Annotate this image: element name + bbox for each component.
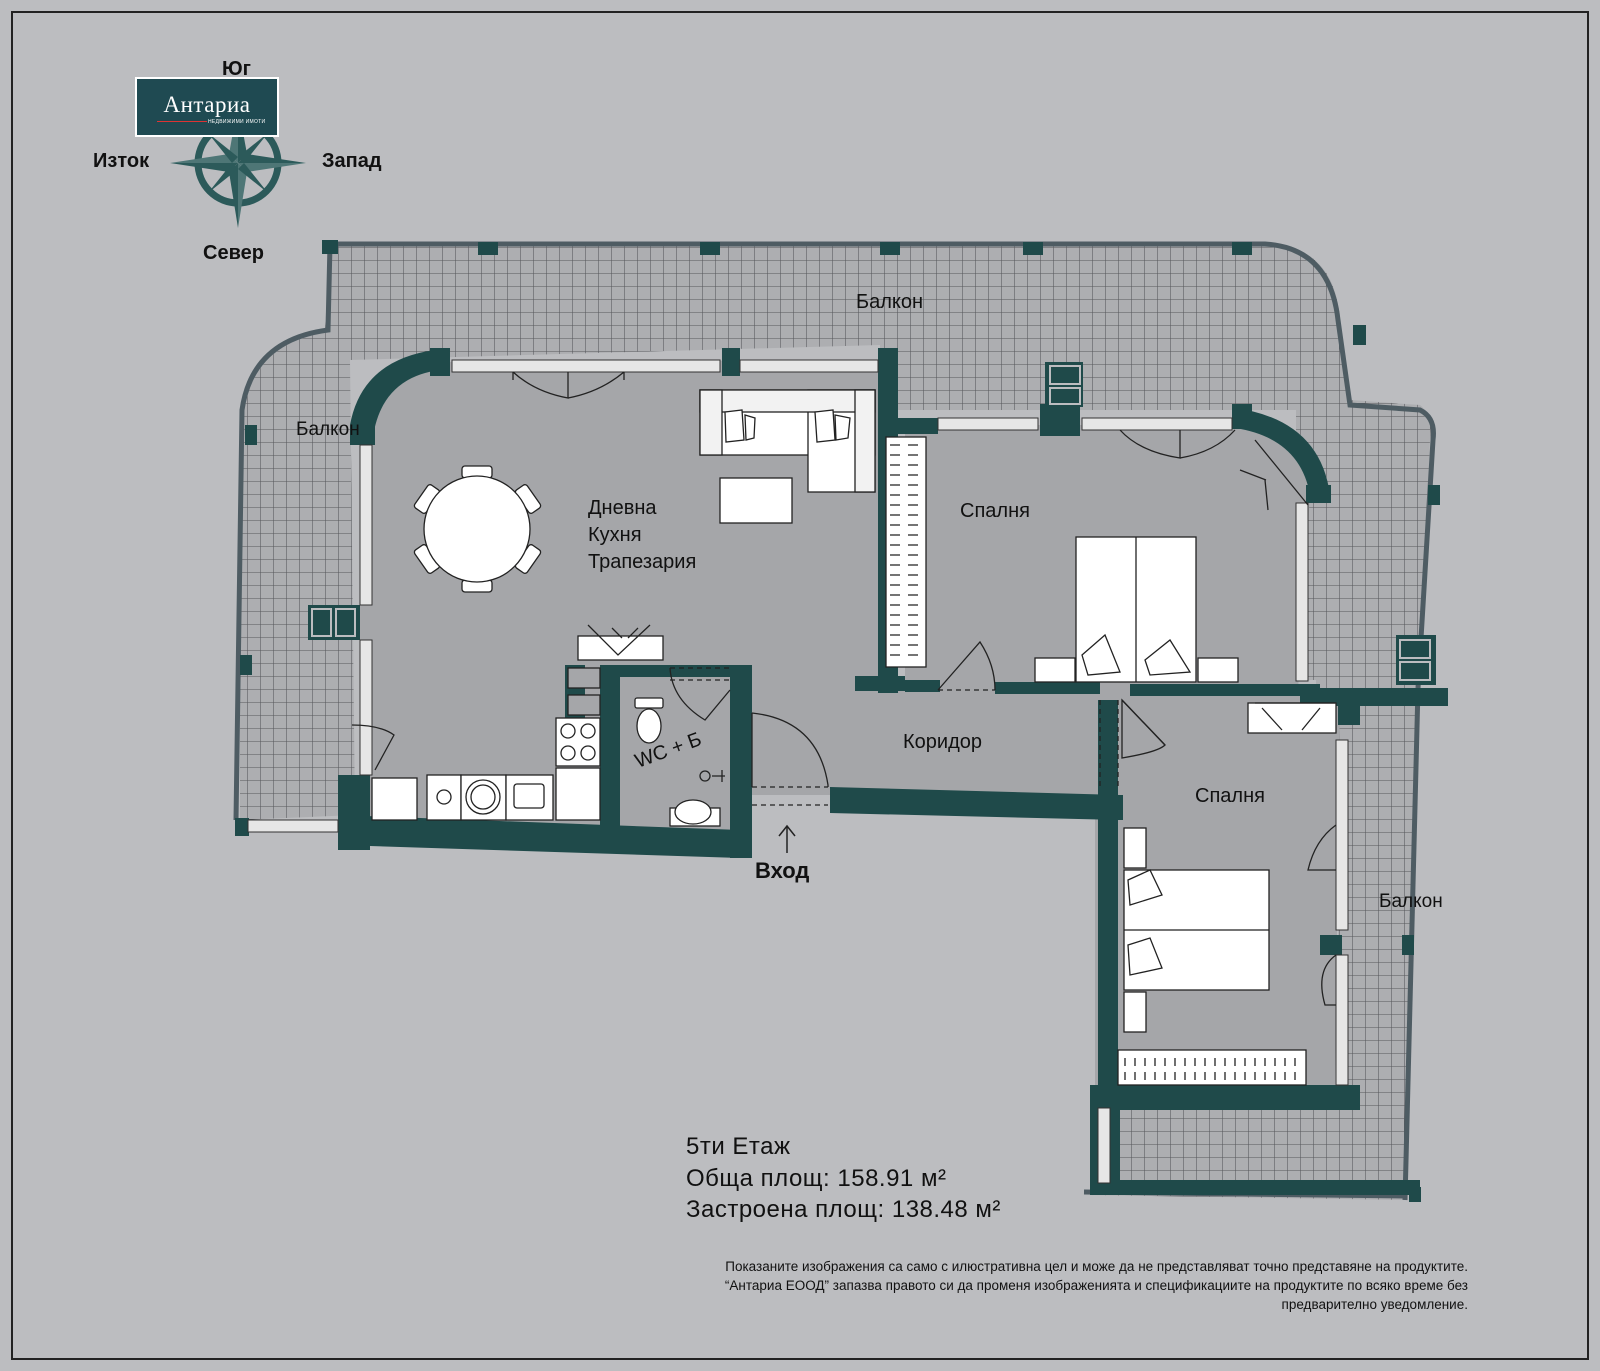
label-entrance: Вход — [755, 858, 810, 883]
label-bedroom-2: Спалня — [1195, 785, 1265, 807]
floor-number: 5ти Етаж — [686, 1133, 791, 1160]
page-frame — [11, 11, 1589, 1360]
label-balcony-left: Балкон — [296, 418, 360, 442]
logo-name: Антариа — [163, 92, 251, 117]
railing-posts — [235, 240, 1440, 1202]
label-balcony-right: Балкон — [1379, 890, 1443, 914]
wardrobe-1 — [885, 436, 927, 668]
compass-rose — [170, 105, 306, 228]
logo-accent-line — [157, 121, 207, 122]
label-kitchen: Кухня — [588, 524, 642, 546]
coffee-table — [719, 477, 793, 524]
wardrobe-2 — [1117, 1049, 1307, 1086]
shaft-detail — [311, 365, 1431, 681]
compass-west-label: Запад — [322, 150, 382, 172]
sofa — [699, 389, 876, 493]
disclaimer-line-2: “Антариа ЕООД” запазва правото си да про… — [724, 1278, 1468, 1293]
compass-east-label: Изток — [93, 150, 150, 172]
built-area: Застроена площ: 138.48 м² — [686, 1196, 1001, 1223]
disclaimer-line-1: Показаните изображения са само с илюстра… — [725, 1259, 1468, 1274]
logo-tagline: НЕДВИЖИМИ ИМОТИ — [208, 119, 266, 125]
label-balcony-top: Балкон — [856, 291, 924, 313]
tv-console — [1247, 702, 1337, 734]
label-living-room: Дневна — [588, 497, 657, 519]
dining-table — [413, 465, 542, 593]
furniture — [371, 389, 1337, 1086]
compass-south-label: Юг — [222, 58, 251, 80]
label-bedroom-1: Спалня — [960, 500, 1030, 522]
wc-fixtures — [634, 697, 725, 827]
disclaimer-line-3: предварително уведомление. — [1281, 1297, 1468, 1312]
doors — [351, 371, 1337, 1006]
windows — [247, 359, 1349, 1184]
label-dining: Трапезария — [588, 551, 697, 573]
walls — [308, 348, 1448, 1195]
kitchen-units — [371, 624, 664, 821]
label-corridor: Коридор — [903, 731, 982, 753]
disclaimer: Показаните изображения са само с илюстра… — [725, 1257, 1468, 1314]
bed-1 — [1034, 536, 1239, 683]
total-area: Обща площ: 158.91 м² — [686, 1165, 947, 1192]
bed-2 — [1123, 827, 1270, 1033]
entrance-arrow — [778, 824, 796, 853]
compass-north-label: Север — [203, 242, 264, 264]
company-logo: Антариа НЕДВИЖИМИ ИМОТИ — [135, 77, 279, 137]
